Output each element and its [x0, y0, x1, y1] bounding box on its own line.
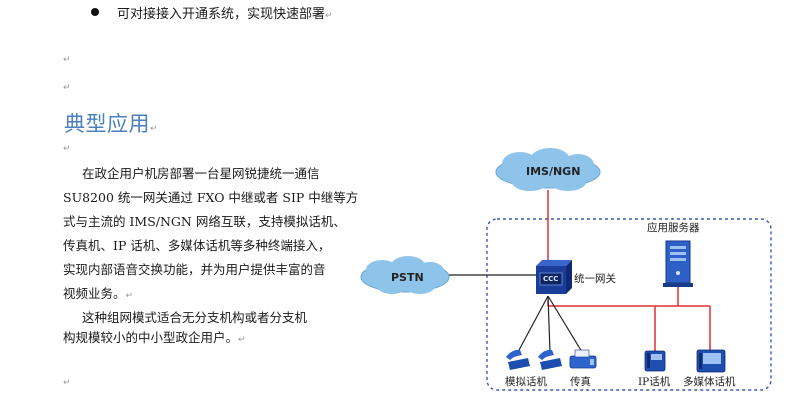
- paragraph-mark: ↵: [63, 55, 71, 65]
- cloud-pstn: [360, 256, 450, 294]
- dashed-enclosure: [486, 218, 772, 391]
- analog-phone-icon: [538, 349, 562, 370]
- body-line: 实现内部语音交换功能，并为用户提供丰富的音: [63, 262, 326, 277]
- app-server-icon: [663, 240, 693, 287]
- link-analog-phone-2: [547, 295, 551, 353]
- fax-icon: [569, 349, 597, 369]
- app-server-label: 应用服务器: [647, 222, 700, 234]
- paragraph-mark: ↵: [63, 144, 71, 154]
- device-label-ip-phone: IP话机: [638, 376, 671, 388]
- bullet-text: 可对接接入开通系统，实现快速部署↵: [117, 7, 333, 22]
- device-label-fax: 传真: [570, 376, 591, 388]
- multimedia-phone-icon: [696, 349, 726, 373]
- cloud-ims-ngn: [495, 148, 601, 191]
- paragraph-mark: ↵: [63, 83, 71, 93]
- link-fax: [547, 295, 583, 353]
- body-line: 视频业务。↵: [63, 286, 134, 301]
- paragraph-mark: ↵: [63, 378, 71, 388]
- bullet-point: [91, 8, 99, 16]
- body-line: 在政企用户机房部署一台星网锐捷统一通信: [82, 166, 320, 181]
- body-line: 式与主流的 IMS/NGN 网络互联，支持模拟话机、: [63, 214, 346, 229]
- body-line: 这种组网模式适合无分支机构或者分支机: [82, 310, 308, 325]
- ip-phone-icon: [644, 350, 666, 372]
- body-line: 传真机、IP 话机、多媒体话机等多种终端接入，: [63, 238, 331, 253]
- gateway-icon: [536, 260, 572, 294]
- cloud-label-ims-ngn: IMS/NGN: [526, 165, 581, 178]
- section-heading: 典型应用↵: [64, 112, 159, 136]
- device-label-multimedia-phone: 多媒体话机: [683, 376, 736, 388]
- body-line: 构规模较小的中小型政企用户。↵: [63, 330, 246, 345]
- body-line: SU8200 统一网关通过 FXO 中继或者 SIP 中继等方: [63, 190, 359, 205]
- gateway-badge: CCC: [543, 275, 559, 283]
- analog-phone-icon: [506, 349, 530, 370]
- cloud-label-pstn: PSTN: [391, 271, 424, 284]
- gateway-label: 统一网关: [574, 273, 616, 285]
- device-label-analog-phone: 模拟话机: [505, 376, 547, 388]
- link-analog-phone-1: [517, 295, 549, 353]
